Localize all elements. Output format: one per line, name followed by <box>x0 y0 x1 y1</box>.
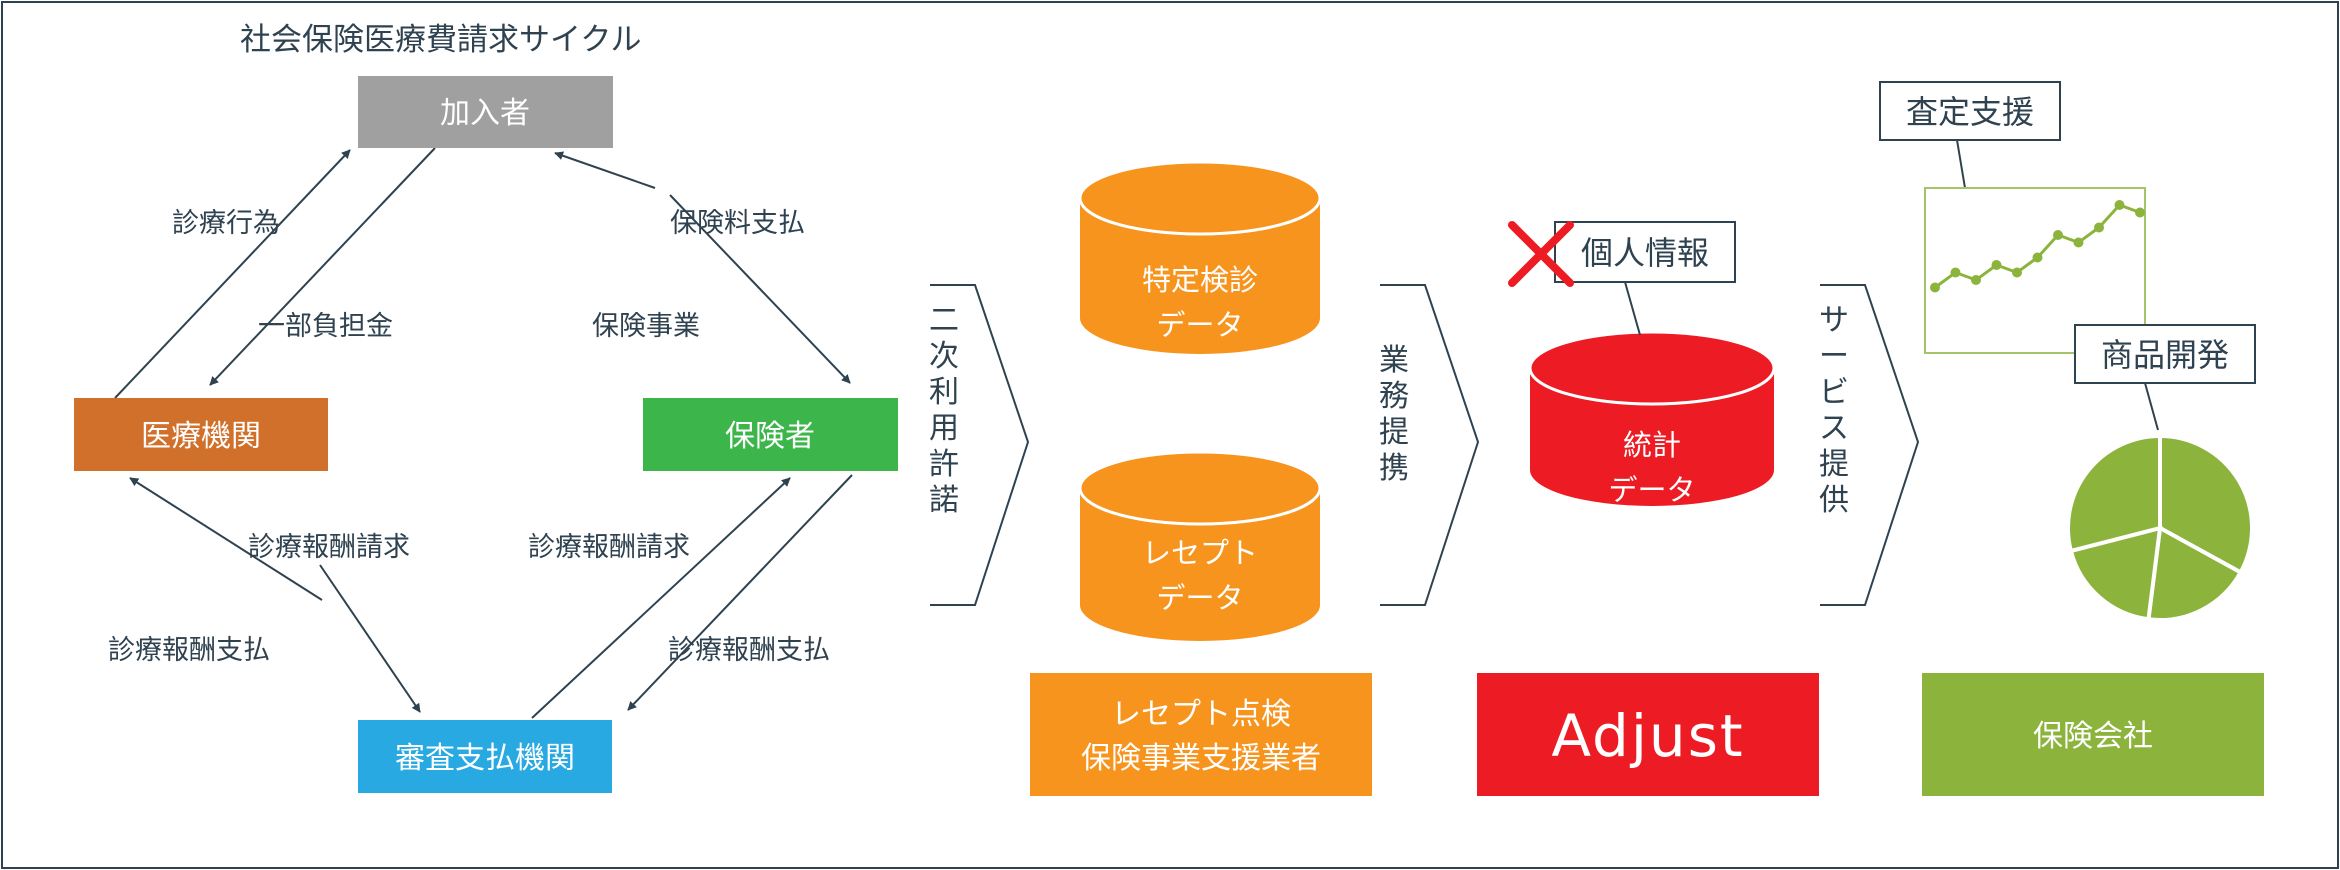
vertical-glyph: 二 <box>929 303 959 338</box>
line-point <box>1950 267 1961 278</box>
line-point <box>2094 222 2104 233</box>
db-receipt-line1: レセプト <box>1142 536 1258 570</box>
arrow-claim-right <box>531 477 791 719</box>
cross-icon <box>1508 221 1574 287</box>
vertical-glyph: 許 <box>929 447 959 482</box>
arrow-medical-treatment <box>114 149 351 399</box>
node-review-payment-org: 審査支払機関 <box>358 720 612 793</box>
line-point <box>2012 267 2022 278</box>
line-point <box>2114 200 2125 210</box>
label-medical-treatment: 診療行為 <box>172 208 280 239</box>
db-health-checkup-line1: 特定検診 <box>1142 263 1258 297</box>
arrow-premium-payment <box>554 151 656 189</box>
vertical-glyph: 利 <box>929 375 959 410</box>
callout-product-pointer <box>2144 382 2159 431</box>
callout-assessment-pointer <box>1956 139 1966 189</box>
arrow-payment-right <box>627 474 853 711</box>
label-insurance-business: 保険事業 <box>592 311 700 342</box>
box-vendor-line2: 保険事業支援業者 <box>1081 741 1321 776</box>
label-partial-payment: 一部負担金 <box>258 311 393 342</box>
node-subscriber-label: 加入者 <box>440 96 530 131</box>
line-point <box>1930 282 1940 293</box>
callout-personal-info-pointer <box>1624 281 1641 336</box>
vertical-glyph: 提 <box>1379 415 1409 450</box>
diagram-title: 社会保険医療費請求サイクル <box>240 22 641 58</box>
pie-slice <box>2146 524 2244 622</box>
node-medical-institution-label: 医療機関 <box>141 419 261 454</box>
line-point <box>2032 252 2043 263</box>
line-point <box>2053 230 2063 240</box>
line-point <box>1971 275 1981 285</box>
vertical-glyph: 用 <box>929 411 959 446</box>
box-adjust: Adjust <box>1477 673 1819 796</box>
pie-chart <box>2066 433 2254 622</box>
vertical-glyph: ビ <box>1819 375 1849 410</box>
vertical-glyph: 諾 <box>929 483 959 518</box>
box-insurance-company: 保険会社 <box>1922 673 2264 796</box>
label-claim-left: 診療報酬請求 <box>248 532 410 563</box>
db-receipt-line2: データ <box>1156 581 1243 615</box>
callout-product-development: 商品開発 <box>2074 324 2256 384</box>
vertical-glyph: 業 <box>1379 343 1409 378</box>
vertical-glyph: 携 <box>1379 451 1409 486</box>
chevron-business-alliance <box>1380 284 1480 606</box>
pie-slice <box>2158 433 2254 576</box>
arrow-claim-left <box>319 564 421 713</box>
callout-product-development-label: 商品開発 <box>2101 336 2229 374</box>
pie-slice <box>2066 433 2162 554</box>
arrow-partial-payment <box>209 147 436 386</box>
db-health-checkup-line2: データ <box>1156 308 1243 342</box>
vertical-glyph: 次 <box>929 339 959 374</box>
label-premium-payment: 保険料支払 <box>670 208 805 239</box>
vertical-glyph: サ <box>1819 303 1849 338</box>
chevron-secondary-use <box>930 284 1030 606</box>
callout-personal-info-label: 個人情報 <box>1581 234 1709 272</box>
chevron-service-provision <box>1820 284 1920 606</box>
cycle-arrows <box>114 147 853 719</box>
line-point <box>1991 260 2002 270</box>
db-statistics-line1: 統計 <box>1623 428 1681 462</box>
flow-chevrons <box>930 284 1920 606</box>
db-receipt: レセプト データ <box>1078 450 1322 641</box>
node-insurer-label: 保険者 <box>725 419 815 454</box>
pie-slice <box>2068 525 2163 622</box>
vertical-glyph: ー <box>1819 339 1849 374</box>
line-point <box>2073 237 2084 248</box>
line-chart <box>1930 200 2145 293</box>
callout-personal-info: 個人情報 <box>1554 221 1736 283</box>
node-medical-institution: 医療機関 <box>74 398 328 471</box>
box-vendor: レセプト点検 保険事業支援業者 <box>1030 673 1372 796</box>
callout-assessment-support-label: 査定支援 <box>1906 93 2034 131</box>
label-claim-right: 診療報酬請求 <box>528 532 690 563</box>
node-insurer: 保険者 <box>643 398 898 471</box>
adjust-logo: Adjust <box>1551 702 1744 770</box>
line-point <box>2135 207 2145 218</box>
arrow-payment-left <box>129 477 323 601</box>
box-insurance-company-label: 保険会社 <box>2033 719 2153 754</box>
callout-assessment-support: 査定支援 <box>1879 81 2061 141</box>
label-payment-right: 診療報酬支払 <box>668 635 830 666</box>
db-health-checkup: 特定検診 データ <box>1078 160 1322 354</box>
vertical-glyph: ス <box>1819 411 1849 446</box>
db-statistics-line2: データ <box>1608 473 1695 507</box>
box-vendor-line1: レセプト点検 <box>1111 697 1291 732</box>
vertical-glyph: 務 <box>1379 379 1409 414</box>
arrow-insurance-business <box>669 194 851 384</box>
node-subscriber: 加入者 <box>358 76 613 148</box>
label-payment-left: 診療報酬支払 <box>108 635 270 666</box>
db-statistics: 統計 データ <box>1528 330 1776 507</box>
vertical-glyph: 提 <box>1819 447 1849 482</box>
vertical-glyph: 供 <box>1819 483 1849 518</box>
node-review-payment-org-label: 審査支払機関 <box>395 741 575 776</box>
